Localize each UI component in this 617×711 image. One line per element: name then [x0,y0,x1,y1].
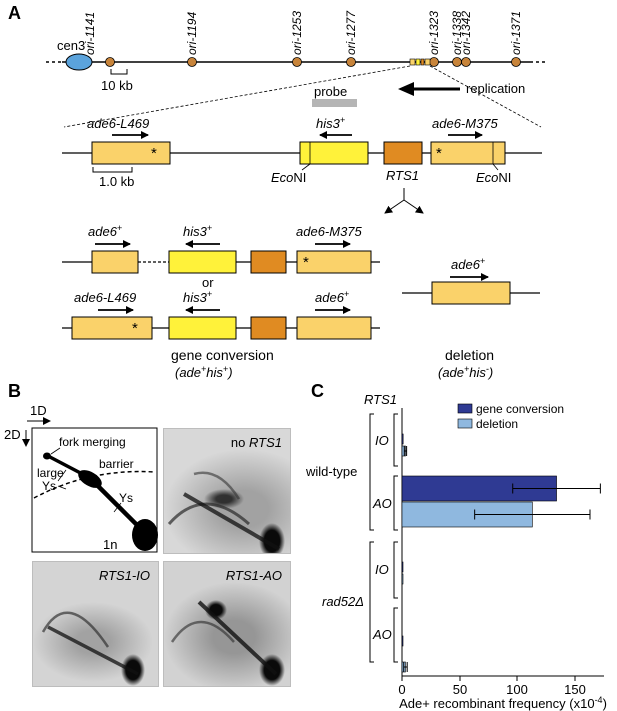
gene-conversion-title: gene conversion [171,347,274,363]
x-tick-label: 0 [398,682,405,697]
gene-conversion-phenotype: (ade+his+) [175,364,233,380]
gel-image-no-rts1: no RTS1 [163,428,291,554]
origin-marker [461,57,471,67]
locus-map: probe * * ade6-L469 his3+ ade6-M375 1.0 … [62,84,542,214]
gel-label-rts1-ao: RTS1-AO [225,568,282,583]
origin-marker [187,57,197,67]
orientation-label: IO [375,433,389,448]
or-label: or [202,275,214,290]
origin-marker [346,57,356,67]
bar-gene-conversion [401,561,404,573]
gene-label-ade6-l469: ade6-L469 [87,116,149,131]
legend-swatch-gene-conversion [457,403,473,414]
bar-gene-conversion [401,635,404,647]
svg-text:*: * [132,320,138,337]
dimension-2d-label: 2D [4,427,21,442]
rts1-label: RTS1 [386,168,419,183]
origin-label: ori-1338 [450,11,464,55]
rts1-column-header: RTS1 [364,392,397,407]
mutation-star: * [151,145,157,162]
gene-label-ade6-m375: ade6-M375 [432,116,499,131]
product1-right-label: ade6-M375 [296,224,363,239]
legend-label-gene-conversion: gene conversion [476,402,564,416]
bar-series-group [401,433,601,673]
x-axis-label: Ade+ recombinant frequency (x10-4) [399,695,607,711]
error-bar [474,509,591,520]
legend-swatch-deletion [457,418,473,429]
gene-label-his3: his3+ [316,115,345,131]
x-tick-label: 100 [506,682,528,697]
svg-text:fork merging: fork merging [59,435,126,449]
recombination-products: * ade6+ his3+ ade6-M375 or * ade6-L469 h… [62,223,540,380]
probe-label: probe [314,84,347,99]
svg-text:barrier: barrier [99,457,134,471]
gel-image-rts1-ao: RTS1-AO [163,561,291,687]
x-tick-label: 50 [453,682,467,697]
bar-chart: 0 50 100 150 Ade+ recombinant frequency … [305,402,607,711]
gel-label-rts1-io: RTS1-IO [98,568,150,583]
scale-10kb-label: 10 kb [101,78,133,93]
chromosome-map: cen3 ori-1141 ori-1194 ori-1253 ori-1277… [46,10,548,128]
scale-1kb-label: 1.0 kb [99,174,134,189]
gel-image-rts1-io: RTS1-IO [32,561,159,687]
econi-label-left: EcoNI [271,170,306,185]
mutation-star: * [436,145,442,162]
gel-label-no-rts1: no RTS1 [230,435,282,450]
origin-marker [105,57,115,67]
econi-label-right: EcoNI [476,170,511,185]
svg-text:large: large [37,466,64,480]
bar-deletion [401,573,404,585]
product1-his-label: his3+ [183,223,212,239]
panel-c-letter: C [311,381,324,401]
origin-marker [511,57,521,67]
deletion-phenotype: (ade+his-) [438,364,493,380]
origin-label: ori-1342 [459,11,473,55]
svg-text:Ys: Ys [42,479,56,493]
product1-left-label: ade6+ [88,223,122,239]
deletion-gene-label: ade6+ [451,256,485,272]
svg-text:Ys: Ys [119,491,133,505]
product2-right-label: ade6+ [315,289,349,305]
error-bar [512,483,601,494]
group-label-wild-type: wild-type [305,464,357,479]
gel-schematic: fork merging barrier large Ys Ys 1n [31,427,158,553]
centromere-label: cen3 [57,38,85,53]
svg-text:*: * [303,254,309,271]
group-label-rad52: rad52Δ [322,594,364,609]
origin-label: ori-1141 [83,12,97,55]
x-tick-label: 150 [564,682,586,697]
error-bar [403,446,408,456]
origin-label: ori-1371 [509,11,523,55]
product2-his-label: his3+ [183,289,212,305]
dimension-1d-label: 1D [30,403,47,418]
replication-label: replication [466,81,525,96]
orientation-label: AO [372,496,392,511]
origin-label: ori-1253 [290,11,304,55]
orientation-label: AO [372,627,392,642]
error-bar [403,662,408,672]
product2-left-label: ade6-L469 [74,290,136,305]
origin-label: ori-1323 [427,11,441,55]
origin-label: ori-1277 [344,10,358,55]
origin-marker [292,57,302,67]
orientation-label: IO [375,562,389,577]
centromere-marker [65,53,93,71]
panel-a-letter: A [8,3,21,23]
legend-label-deletion: deletion [476,417,518,431]
origin-marker [452,57,462,67]
panel-b-letter: B [8,381,21,401]
deletion-title: deletion [445,347,494,363]
origin-label: ori-1194 [185,12,199,55]
bar-gene-conversion [401,433,404,445]
origin-marker [429,57,439,67]
svg-text:1n: 1n [103,537,117,552]
